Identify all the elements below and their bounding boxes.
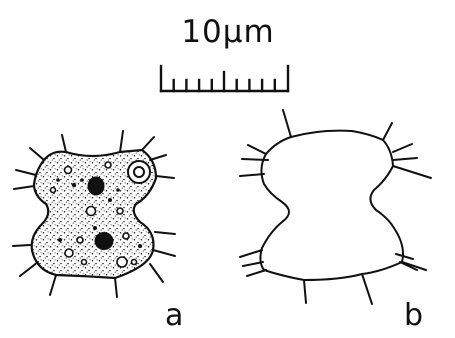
panel-label-a: a xyxy=(165,298,183,333)
scale-bar xyxy=(161,66,288,91)
panel-a-cell xyxy=(13,131,175,297)
panel-label-b: b xyxy=(404,298,423,333)
panel-b-cell xyxy=(240,110,431,304)
